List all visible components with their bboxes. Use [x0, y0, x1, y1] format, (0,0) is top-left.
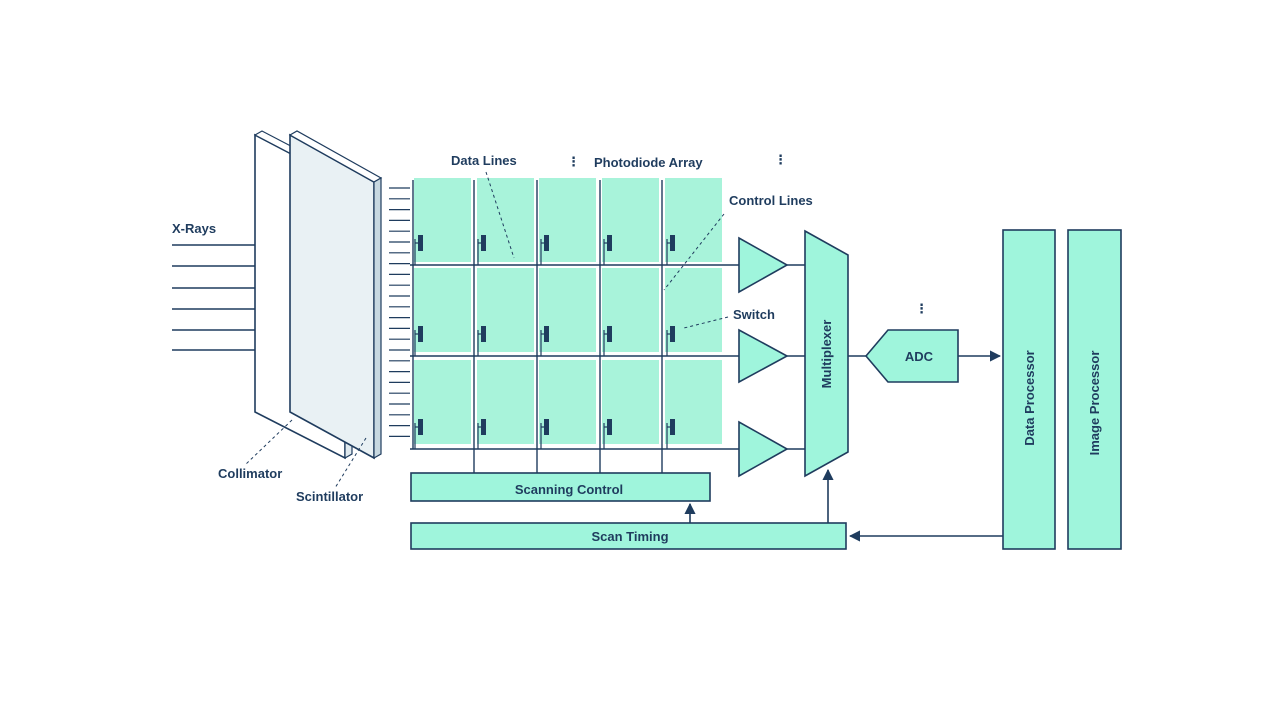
switch-leader	[683, 316, 729, 329]
scintillator-leader	[334, 437, 367, 489]
switch-label: Switch	[733, 307, 775, 322]
multiplexer-label: Multiplexer	[819, 320, 834, 389]
amplifiers	[738, 236, 805, 478]
image-processor: Image Processor	[1067, 229, 1122, 550]
switch-r3-c5	[670, 419, 675, 435]
scanning-control-label: Scanning Control	[515, 482, 623, 497]
control-lines-label: Control Lines	[729, 193, 813, 208]
switch-r1-c5	[670, 235, 675, 251]
switch-r3-c1	[418, 419, 423, 435]
switch-r1-c3	[544, 235, 549, 251]
data-processor-label: Data Processor	[1022, 350, 1037, 445]
multiplexer: Multiplexer	[804, 229, 849, 478]
data-lines-label: Data Lines	[451, 153, 517, 168]
collimator-leader	[244, 419, 293, 466]
control-lines-leader	[663, 213, 725, 291]
ellipsis-1: ⋮	[567, 154, 580, 169]
scan-timing: Scan Timing	[410, 522, 847, 550]
photodiode-cell-r1-c2	[477, 178, 534, 262]
switch-r2-c4	[607, 326, 612, 342]
scintillator-label: Scintillator	[296, 489, 363, 504]
data-processor: Data Processor	[1002, 229, 1056, 550]
image-processor-label: Image Processor	[1087, 351, 1102, 456]
photodiode-cell-r3-c2	[477, 360, 534, 444]
pixel-pins	[389, 187, 410, 437]
switch-r2-c3	[544, 326, 549, 342]
ellipsis-2: ⋮	[774, 152, 787, 167]
adc-block: ADC	[864, 329, 959, 383]
switch-r1-c4	[607, 235, 612, 251]
switch-r2-c5	[670, 326, 675, 342]
collimator-label: Collimator	[218, 466, 282, 481]
xrays-label: X-Rays	[172, 221, 216, 236]
switch-r2-c2	[481, 326, 486, 342]
photodiode-cell-r1-c1	[414, 178, 471, 262]
photodiode-cell-r3-c1	[414, 360, 471, 444]
ellipsis-3: ⋮	[915, 301, 928, 316]
amplifier-2	[738, 328, 789, 384]
photodiode-array-label: Photodiode Array	[594, 155, 703, 170]
switches	[414, 235, 675, 449]
scintillator-plate	[288, 130, 383, 460]
switch-r3-c4	[607, 419, 612, 435]
photodiode-cell-r2-c2	[477, 268, 534, 352]
amplifier-1	[738, 236, 789, 294]
scan-timing-label: Scan Timing	[591, 529, 668, 544]
switch-r1-c1	[418, 235, 423, 251]
array-grid-lines	[410, 180, 739, 473]
switch-r1-c2	[481, 235, 486, 251]
scanning-control: Scanning Control	[410, 472, 711, 502]
photodiode-cell-r2-c1	[414, 268, 471, 352]
amplifier-3	[738, 420, 789, 478]
switch-r3-c3	[544, 419, 549, 435]
adc-label: ADC	[905, 349, 934, 364]
photodiode-array	[414, 178, 722, 444]
switch-r2-c1	[418, 326, 423, 342]
switch-r3-c2	[481, 419, 486, 435]
